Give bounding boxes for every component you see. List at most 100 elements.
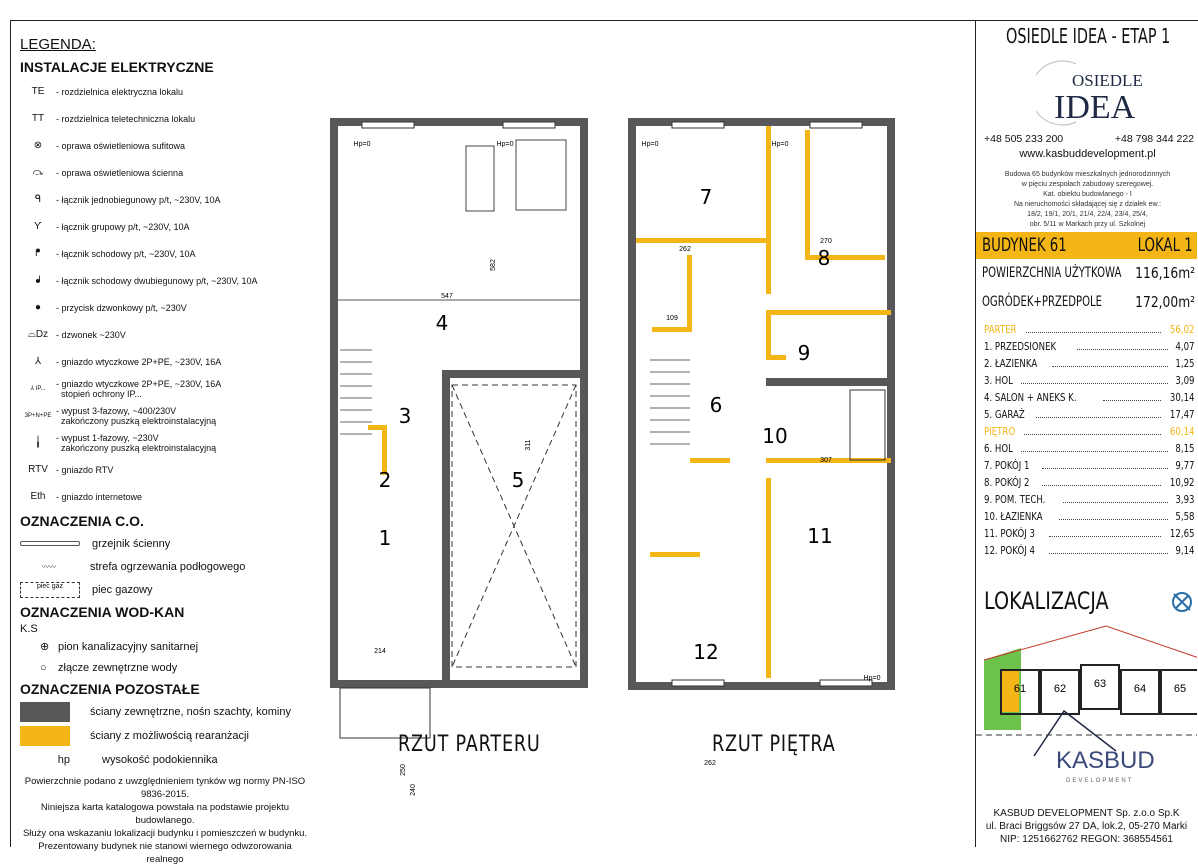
project-description: Budowa 65 budynków mieszkalnych jednorod…	[976, 170, 1198, 230]
company-name: KASBUD DEVELOPMENT Sp. z.o.o Sp.K	[993, 808, 1180, 819]
site-building-number: 65	[1174, 683, 1186, 695]
room-area-row: 12. POKÓJ 4 9,14	[984, 540, 1194, 557]
room-area-row: 11. POKÓJ 3 12,65	[984, 523, 1194, 540]
building-bar: BUDYNEK 61 LOKAL 1	[976, 232, 1197, 259]
legend-label: - łącznik schodowy p/t, ~230V, 10A	[56, 248, 196, 259]
ks-label: K.S	[20, 623, 38, 635]
company-address: ul. Braci Briggsów 27 DA, lok.2, 05-270 …	[985, 821, 1188, 832]
room-area: 12,65	[1169, 527, 1194, 540]
room-number: 8	[818, 246, 831, 270]
website-link[interactable]: www.kasbuddevelopment.pl	[1019, 148, 1156, 160]
room-name: 11. POKÓJ 3	[984, 527, 1035, 540]
legend-label: - rozdzielnica teletechniczna lokalu	[56, 113, 196, 124]
ethernet-socket-icon: Eth	[30, 490, 46, 502]
bathtub	[849, 389, 886, 461]
dimension-label: Hp=0	[772, 141, 789, 148]
room-area: 3,09	[1174, 374, 1194, 387]
room-number: 6	[710, 393, 723, 417]
site-building	[1000, 669, 1040, 715]
sewer-riser-icon: ⊕	[40, 641, 50, 653]
room-name: 8. POKÓJ 2	[984, 476, 1030, 489]
room-name: 12. POKÓJ 4	[984, 544, 1035, 557]
project-title: OSIEDLE IDEA - ETAP 1	[1006, 24, 1171, 48]
rtv-socket-icon: RTV	[28, 463, 48, 475]
room-name: 10. ŁAZIENKA	[984, 510, 1043, 523]
window	[502, 121, 556, 129]
floor-plan-sheet: LEGENDA: INSTALACJE ELEKTRYCZNE TE- rozd…	[10, 20, 1198, 865]
floor-heating-icon: 〰〰	[42, 563, 56, 571]
radiator-icon	[20, 541, 80, 546]
svg-text:DEVELOPMENT: DEVELOPMENT	[1066, 778, 1133, 784]
plumbing-list: ⊕pion kanalizacyjny sanitarnej○złącze ze…	[20, 636, 310, 678]
color-swatch	[20, 702, 70, 722]
water-connection-icon: ○	[40, 661, 47, 674]
dimension-label: 582	[490, 259, 497, 271]
svg-text:OSIEDLE: OSIEDLE	[1072, 71, 1143, 90]
room-area: 4,07	[1174, 340, 1194, 353]
dimension-label: Hp=0	[642, 141, 659, 148]
legend-label: ściany z możliwością rearanżacji	[90, 730, 249, 742]
svg-text:IDEA: IDEA	[1054, 89, 1136, 126]
location-title: LOKALIZACJA	[984, 587, 1109, 615]
rearrangeable-wall	[636, 238, 766, 243]
usable-area-label: POWIERZCHNIA UŻYTKOWA	[982, 265, 1122, 281]
company-info: KASBUD DEVELOPMENT Sp. z.o.o Sp.K ul. Br…	[976, 807, 1197, 846]
room-number: 5	[512, 468, 525, 492]
description-line: Kat. obiektu budowlanego - I	[1043, 191, 1132, 198]
dimension-label: 311	[525, 439, 532, 450]
legend-item: TE- rozdzielnica elektryczna lokalu	[20, 78, 310, 105]
three-phase-outlet-icon: 3P+N+PE	[24, 412, 52, 419]
double-stair-switch-icon: ᖱ	[35, 274, 41, 286]
legend-label: - oprawa oświetleniowa sufitowa	[56, 140, 186, 151]
ceiling-light-icon: ⊗	[33, 139, 43, 151]
legend-label: piec gazowy	[92, 583, 153, 596]
info-panel: OSIEDLE IDEA - ETAP 1 OSIEDLE IDEA +48 5…	[975, 20, 1198, 847]
rearrangeable-wall	[766, 126, 771, 294]
room-name: 4. SALON + ANEKS K.	[984, 391, 1077, 404]
heating-title: OZNACZENIA C.O.	[20, 513, 144, 529]
legend-title: LEGENDA:	[20, 36, 96, 53]
room-area: 1,25	[1174, 357, 1194, 370]
rearrangeable-wall	[766, 478, 771, 678]
ground-porch	[339, 687, 431, 739]
room-area: 9,14	[1174, 544, 1194, 557]
legend-item: ○złącze zewnętrzne wody	[20, 657, 310, 678]
group-switch-icon: Ƴ	[34, 220, 42, 232]
window	[809, 121, 863, 129]
legend-label: strefa ogrzewania podłogowego	[90, 560, 246, 573]
company-ids: NIP: 1251662762 REGON: 368554561	[1000, 834, 1173, 845]
electrical-title: INSTALACJE ELEKTRYCZNE	[20, 59, 214, 75]
phone-1[interactable]: +48 505 233 200	[984, 133, 1064, 145]
room-name: 2. ŁAZIENKA	[984, 357, 1038, 370]
compass-icon	[1172, 592, 1192, 612]
legend-item: ᖰ- łącznik schodowy p/t, ~230V, 10A	[20, 240, 310, 267]
window	[671, 121, 725, 129]
phone-2[interactable]: +48 798 344 222	[1114, 133, 1194, 145]
dining-table	[515, 139, 567, 211]
legend-item: RTV- gniazdo RTV	[20, 456, 310, 483]
note-line: Niniejsza karta katalogowa powstała na p…	[40, 802, 290, 826]
color-swatch	[20, 726, 70, 746]
room-area: 9,77	[1174, 459, 1194, 472]
garden-label: OGRÓDEK+PRZEDPOLE	[982, 294, 1102, 310]
window	[819, 679, 873, 687]
legend-item: Eth- gniazdo internetowe	[20, 483, 310, 510]
room-name: PIĘTRO	[984, 425, 1016, 438]
heating-list: grzejnik ścienny〰〰strefa ogrzewania podł…	[20, 532, 310, 601]
rearrangeable-wall	[650, 552, 700, 557]
bathroom-wall	[766, 378, 891, 386]
wall-light-icon: ⤼	[32, 166, 44, 178]
dimension-label: 262	[679, 246, 691, 253]
legend-item: Ƴ- łącznik grupowy p/t, ~230V, 10A	[20, 213, 310, 240]
plot-boundary	[983, 625, 1197, 661]
legend-item: ᖱ- łącznik schodowy dwubiegunowy p/t, ~2…	[20, 267, 310, 294]
gas-boiler-icon: piec gaz	[20, 581, 80, 598]
site-building-number: 64	[1134, 683, 1146, 695]
